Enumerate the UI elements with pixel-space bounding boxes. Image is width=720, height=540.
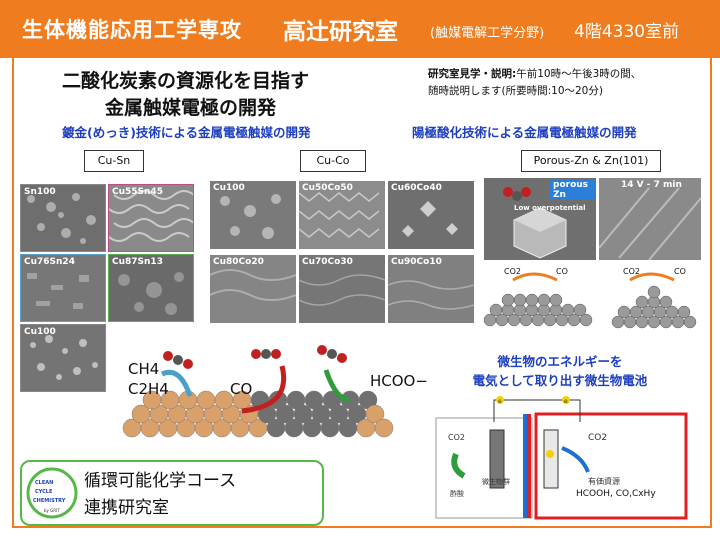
room-location: 4階4330室前	[574, 22, 680, 42]
sem-image-cu100: Cu100	[20, 324, 106, 392]
sem-texture	[210, 269, 296, 301]
clean-cycle-chemistry-logo: CLEAN CYCLE CHEMISTRY by GRIT	[26, 467, 78, 519]
sem-texture	[388, 280, 474, 310]
main-title-line1: 二酸化炭素の資源化を目指す	[62, 70, 310, 92]
low-overpotential-caption: Low overpotential	[514, 204, 586, 212]
product-ch4: CH4	[128, 360, 159, 378]
sem-image-cuco-2: Cu50Co50	[299, 181, 385, 249]
course-lab: 連携研究室	[84, 498, 169, 518]
microbe-valuable: 有価資源	[588, 476, 620, 486]
sem-image-cu55sn45: Cu55Sn45	[108, 184, 194, 252]
model-co2-left: CO2	[504, 267, 521, 276]
model-co-left: CO	[556, 267, 568, 276]
content-frame	[12, 58, 712, 528]
zn101-tag: 14 V - 7 min	[621, 180, 682, 190]
sem-image-cu87sn13: Cu87Sn13	[108, 254, 194, 322]
tour-text1: 午前10時〜午後3時の間、	[516, 68, 642, 80]
subtitle-anodic: 陽極酸化技術による金属電極触媒の開発	[412, 125, 637, 140]
sem-texture	[109, 190, 193, 242]
sem-tag: Cu60Co40	[391, 183, 442, 193]
sem-tag: Cu76Sn24	[24, 257, 75, 267]
sem-tag: Cu50Co50	[302, 183, 353, 193]
electron-right: e	[564, 398, 568, 405]
sem-image-cuco-5: Cu70Co30	[299, 255, 385, 323]
sem-image-cuco-1: Cu100	[210, 181, 296, 249]
microbe-title-line2: 電気として取り出す微生物電池	[472, 373, 648, 388]
sem-image-cuco-4: Cu80Co20	[210, 255, 296, 323]
sem-tag: Cu87Sn13	[112, 257, 163, 267]
tour-info: 研究室見学・説明:午前10時〜午後3時の間、 随時説明します(所要時間:10〜2…	[428, 66, 708, 100]
sem-image-porous-zn: porous Zn Low overpotential	[484, 178, 596, 260]
zn-crystal-models: CO2 CO CO2 CO	[483, 267, 697, 329]
sem-texture	[299, 274, 385, 306]
sem-tag: Cu80Co20	[213, 257, 264, 267]
microbe-products: HCOOH, CO,CxHy	[576, 489, 656, 499]
sem-texture	[220, 194, 281, 239]
product-c2h4: C2H4	[128, 380, 169, 398]
label-zn: Porous-Zn & Zn(101)	[521, 150, 661, 172]
course-box: CLEAN CYCLE CHEMISTRY by GRIT 循環可能化学コース …	[20, 460, 324, 526]
product-hcoo: HCOO−	[370, 372, 428, 390]
sem-texture	[118, 272, 184, 315]
logo-word-clean: CLEAN	[35, 480, 53, 486]
main-title-line2: 金属触媒電極の開発	[105, 97, 277, 119]
microbe-title-line1: 微生物のエネルギーを	[497, 354, 623, 369]
microbe-acetate: 酢酸	[450, 489, 464, 498]
lab-field: (触媒電解工学分野)	[430, 26, 545, 41]
sem-texture	[599, 187, 701, 260]
product-co: CO	[230, 380, 252, 398]
sem-texture	[299, 192, 380, 238]
sem-tag: Cu100	[213, 183, 245, 193]
logo-word-cycle: CYCLE	[35, 489, 53, 495]
sem-tag: Cu55Sn45	[112, 187, 163, 197]
course-name: 循環可能化学コース	[84, 471, 237, 491]
tour-label: 研究室見学・説明:	[428, 68, 517, 80]
microbe-group-label: 微生物群	[482, 477, 510, 486]
microbial-cell-diagram: CO2 酢酸 微生物群 CO2 有価資源 HCOOH, CO,CxHy e e	[435, 396, 688, 520]
sem-texture	[30, 335, 98, 380]
catalyst-surface-diagram: CH4 C2H4 CO HCOO−	[122, 345, 428, 438]
subtitle-plating: 鍍金(めっき)技術による金属電極触媒の開発	[62, 125, 311, 140]
sem-tag: Cu90Co10	[391, 257, 442, 267]
model-co-right: CO	[674, 267, 686, 276]
sem-image-cuco-6: Cu90Co10	[388, 255, 474, 323]
porous-zn-tag: porous Zn	[550, 180, 596, 200]
microbe-co2-right: CO2	[588, 433, 607, 443]
tour-text2: 随時説明します(所要時間:10〜20分)	[428, 85, 603, 97]
lab-name: 高辻研究室	[283, 19, 398, 45]
sem-tag: Cu100	[24, 327, 56, 337]
sem-image-zn101: 14 V - 7 min	[599, 178, 701, 260]
label-cusn: Cu-Sn	[84, 150, 144, 172]
header-bar: 生体機能応用工学専攻 高辻研究室 (触媒電解工学分野) 4階4330室前	[0, 0, 720, 58]
sem-image-cu76sn24: Cu76Sn24	[20, 254, 106, 322]
electron-left: e	[498, 398, 502, 405]
logo-word-chemistry: CHEMISTRY	[33, 498, 66, 504]
sem-image-sn100: Sn100	[20, 184, 106, 252]
label-cuco: Cu-Co	[300, 150, 366, 172]
microbe-co2-left: CO2	[448, 433, 465, 442]
model-co2-right: CO2	[623, 267, 640, 276]
logo-by: by GRIT	[44, 508, 60, 513]
microbe-title: 微生物のエネルギーを 電気として取り出す微生物電池	[455, 352, 665, 390]
sem-texture	[27, 193, 96, 244]
sem-texture	[402, 201, 458, 237]
department-name: 生体機能応用工学専攻	[22, 18, 242, 42]
sem-image-cuco-3: Cu60Co40	[388, 181, 474, 249]
sem-tag: Cu70Co30	[302, 257, 353, 267]
sem-tag: Sn100	[24, 187, 56, 197]
sem-texture	[27, 273, 89, 309]
